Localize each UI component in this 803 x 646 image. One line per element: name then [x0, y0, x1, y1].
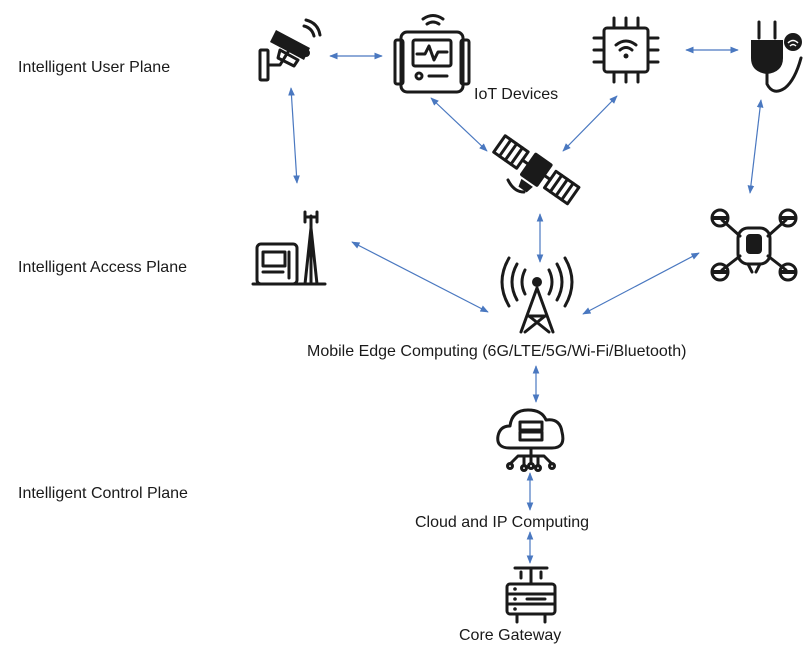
link-chip-satellite	[562, 95, 618, 152]
gateway-label: Core Gateway	[459, 627, 562, 644]
cloud-server-icon	[496, 408, 565, 472]
cloud-label: Cloud and IP Computing	[415, 514, 590, 531]
connectors	[288, 46, 764, 564]
gateway-router-icon	[505, 566, 557, 624]
access-plane-label: Intelligent Access Plane	[18, 259, 187, 276]
link-basestation-tower	[351, 241, 489, 313]
drone-icon	[710, 208, 798, 282]
base-station-icon	[251, 210, 327, 286]
wifi-chip-icon	[592, 16, 660, 84]
link-camera-basestation	[288, 87, 300, 184]
mec-label: Mobile Edge Computing (6G/LTE/5G/Wi-Fi/B…	[307, 343, 687, 360]
health-monitor-icon	[393, 14, 471, 94]
iot-devices-label: IoT Devices	[474, 86, 559, 103]
link-monitor-satellite	[430, 97, 488, 152]
control-plane-label: Intelligent Control Plane	[18, 485, 188, 502]
link-drone-tower	[582, 252, 700, 315]
security-camera-icon	[258, 18, 322, 82]
link-plug-drone	[747, 99, 764, 194]
cell-tower-icon	[500, 256, 574, 334]
user-plane-label: Intelligent User Plane	[18, 59, 171, 76]
satellite-icon	[492, 134, 581, 206]
smart-plug-icon	[751, 20, 803, 93]
